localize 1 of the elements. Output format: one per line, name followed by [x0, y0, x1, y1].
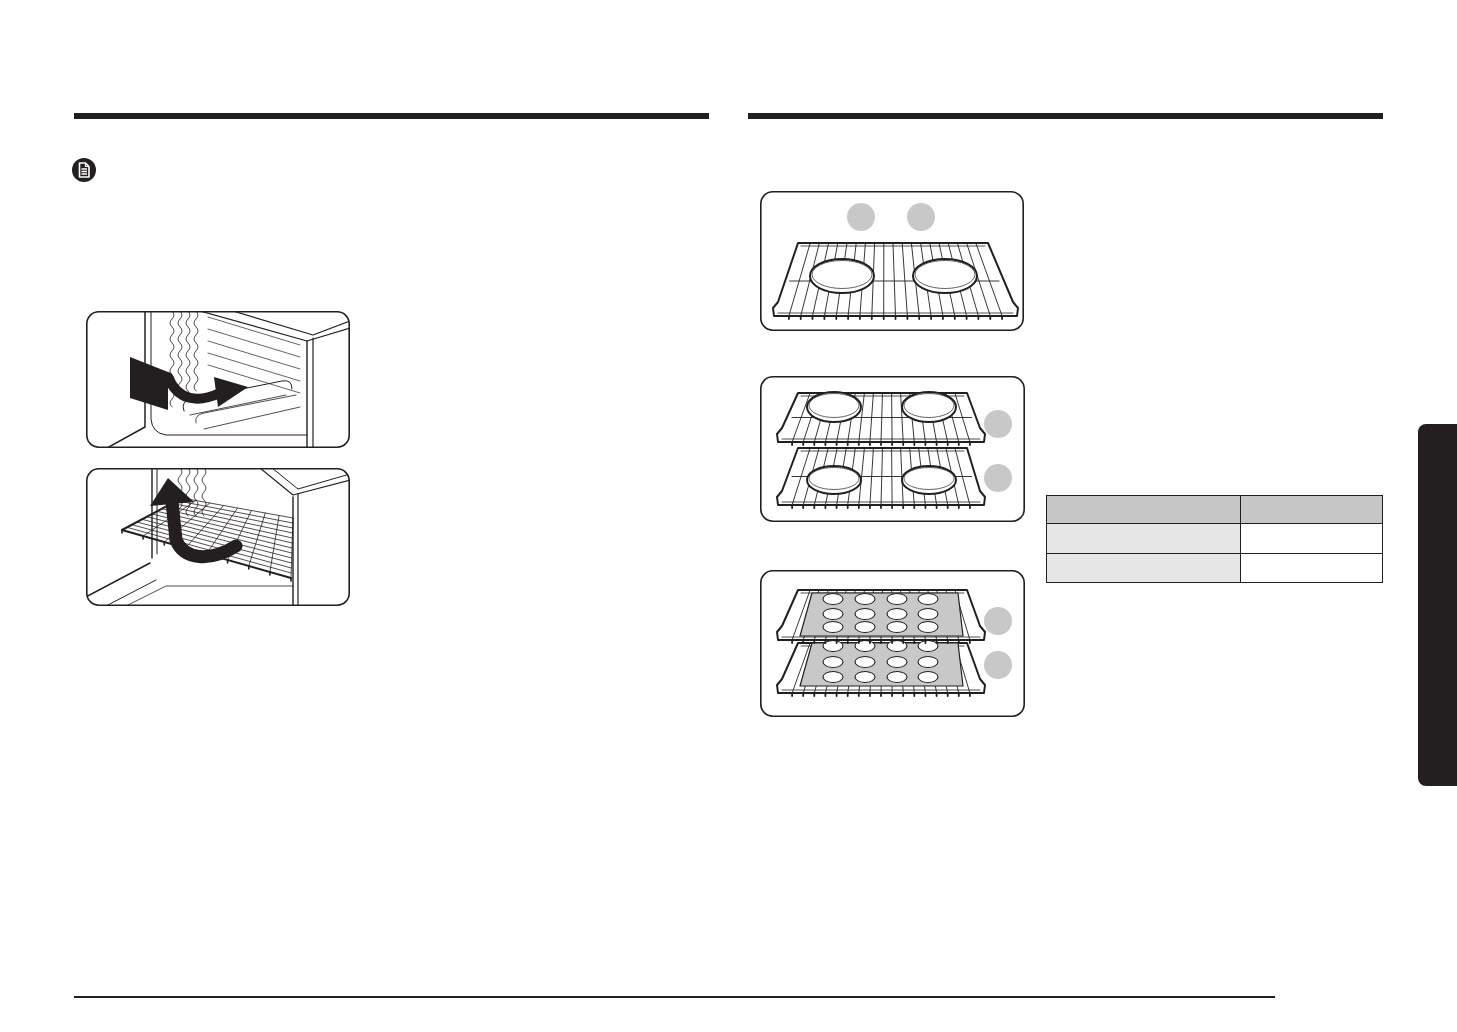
- side-tab: [1418, 424, 1457, 786]
